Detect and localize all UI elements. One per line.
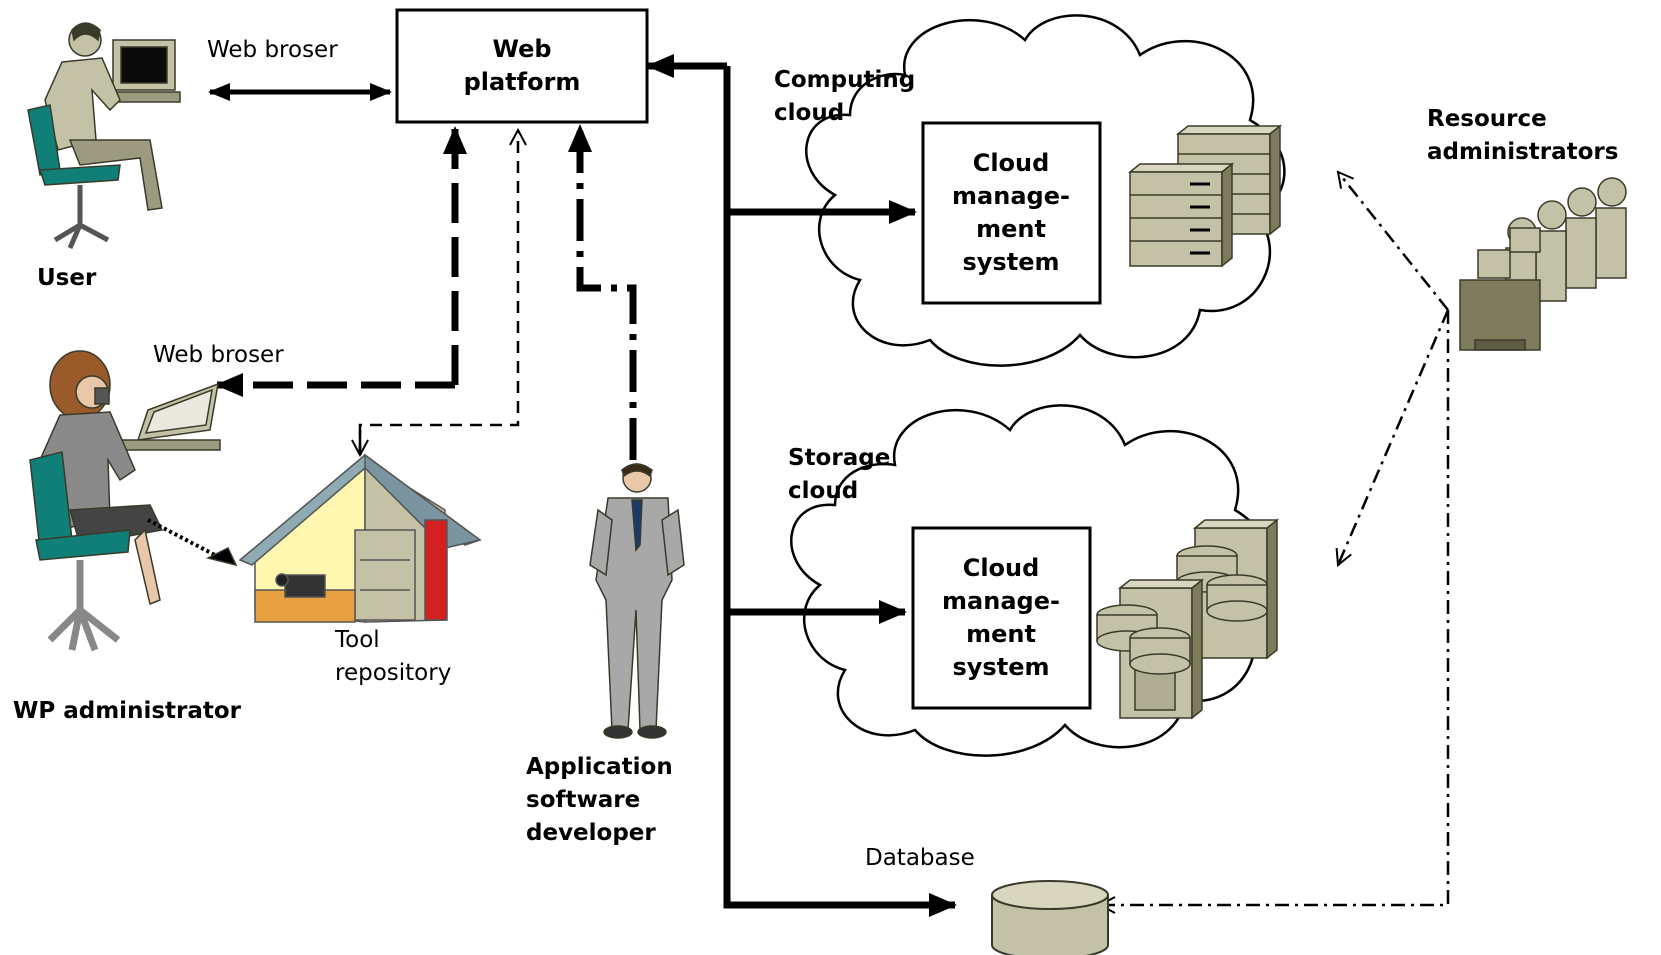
cms-storage-line-4: system (953, 653, 1050, 681)
admin-on-phone-icon (29, 350, 238, 652)
wp-administrator-label: WP administrator (13, 698, 242, 724)
cms-computing-line-1: Cloud (973, 149, 1050, 177)
developer-connector (568, 124, 637, 460)
cms-storage-box: Cloud manage- ment system (911, 526, 1092, 710)
cms-computing-box: Cloud manage- ment system (921, 121, 1102, 305)
admin-connector (215, 126, 467, 397)
web-platform-box: Web platform (395, 8, 649, 124)
database-label: Database (865, 845, 975, 871)
database-cylinder-icon (991, 880, 1109, 955)
developer-label-1: Application (526, 754, 673, 780)
cms-storage-line-1: Cloud (963, 554, 1040, 582)
storage-cloud-label-2: cloud (788, 478, 858, 504)
cms-storage-line-3: ment (966, 620, 1036, 648)
computing-cloud-label-2: cloud (774, 100, 844, 126)
computing-cloud-label-1: Computing (774, 67, 915, 93)
web-platform-label-1: Web (492, 35, 551, 63)
web-browser-user-label: Web broser (207, 37, 338, 63)
web-browser-admin-label: Web broser (153, 342, 284, 368)
group-at-desks-icon (1459, 177, 1627, 351)
tool-repo-connector (360, 130, 518, 455)
developer-label-2: software (526, 787, 640, 813)
user-at-computer-icon (27, 22, 181, 249)
house-repository-icon (238, 453, 482, 623)
web-platform-label-2: platform (464, 68, 581, 96)
tool-repository-label-1: Tool (334, 627, 380, 653)
resource-admins-label-2: administrators (1427, 139, 1618, 165)
standing-man-icon (589, 463, 685, 739)
cms-computing-line-2: manage- (952, 182, 1070, 210)
server-rack-icon (1127, 124, 1283, 268)
storage-server-icon (1096, 518, 1280, 720)
cms-computing-line-3: ment (976, 215, 1046, 243)
backbone-connector (646, 54, 957, 917)
storage-cloud-label-1: Storage (788, 445, 890, 471)
user-label: User (37, 265, 97, 291)
resource-admin-connector (1100, 172, 1450, 905)
developer-label-3: developer (526, 820, 656, 846)
resource-admins-label-1: Resource (1427, 106, 1547, 132)
cms-storage-line-2: manage- (942, 587, 1060, 615)
cms-computing-line-4: system (963, 248, 1060, 276)
tool-repository-label-2: repository (335, 660, 451, 686)
